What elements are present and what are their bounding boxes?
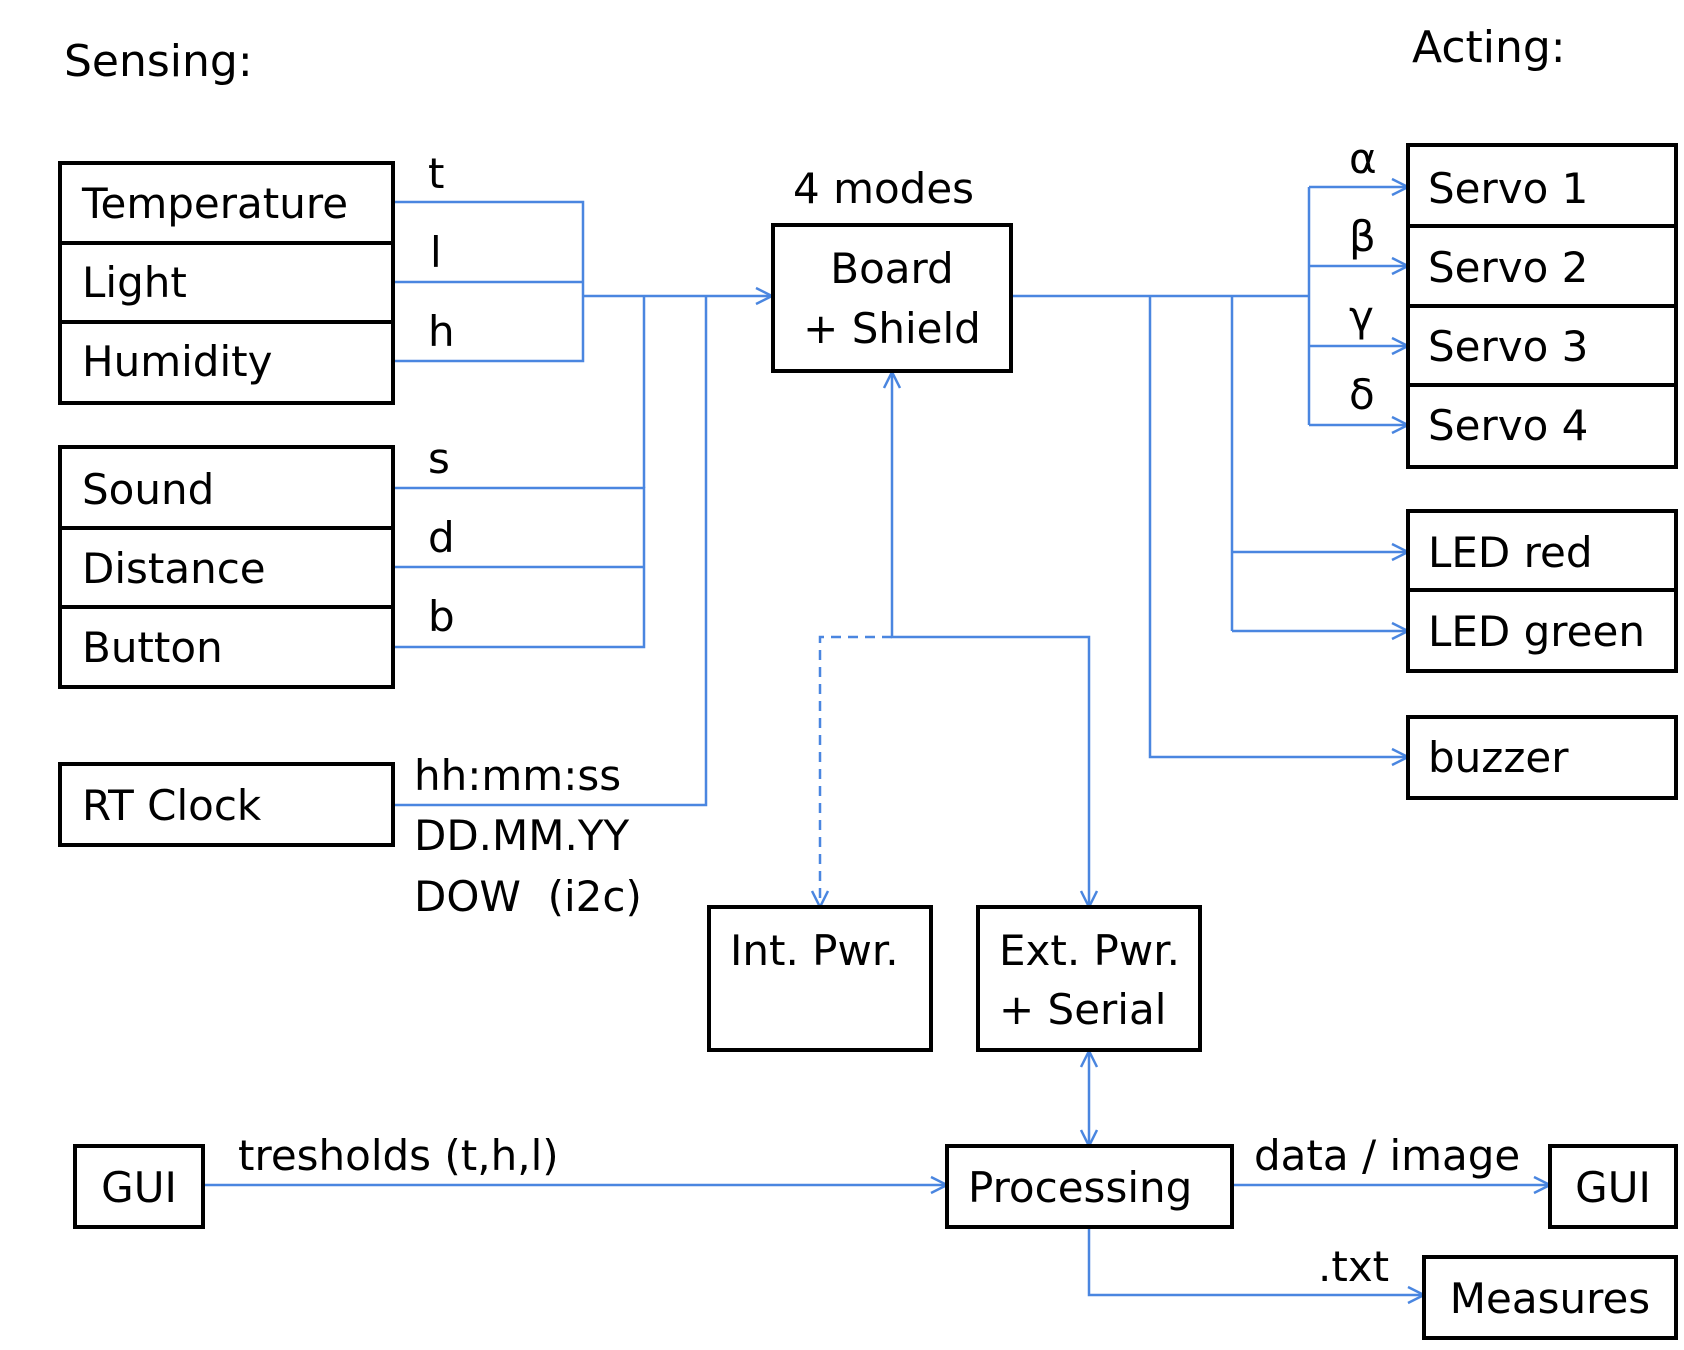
led-green: LED green bbox=[1428, 607, 1645, 656]
acting-heading: Acting: bbox=[1412, 22, 1566, 73]
wire-rtclock bbox=[393, 296, 708, 807]
sensor-humidity: Humidity bbox=[82, 337, 273, 386]
measures-box bbox=[1422, 1255, 1678, 1340]
led-red: LED red bbox=[1428, 528, 1593, 577]
servo-divider-1 bbox=[1406, 224, 1678, 228]
wire-buzzer bbox=[1148, 296, 1408, 757]
ext-pwr-box bbox=[976, 905, 1202, 1052]
int-pwr-box bbox=[707, 905, 933, 1052]
board-shield-box bbox=[771, 223, 1013, 373]
board-label: Board bbox=[830, 244, 954, 293]
signal-label-s: s bbox=[428, 434, 450, 483]
wire-board-ext-pwr bbox=[892, 372, 1089, 907]
rt-clock-box bbox=[58, 762, 395, 847]
sensor-sound: Sound bbox=[82, 465, 215, 514]
rt-clock-label: RT Clock bbox=[82, 781, 262, 830]
divider-4 bbox=[58, 605, 395, 609]
sensor-light: Light bbox=[82, 258, 187, 307]
servo-2: Servo 2 bbox=[1428, 243, 1589, 292]
gui-output-label: GUI bbox=[1575, 1163, 1651, 1212]
board-modes-label: 4 modes bbox=[793, 164, 975, 213]
servo-3: Servo 3 bbox=[1428, 322, 1589, 371]
sensing-heading: Sensing: bbox=[64, 36, 253, 87]
signal-label-d: d bbox=[428, 513, 455, 562]
sensor-button: Button bbox=[82, 623, 223, 672]
clock-label-dow: DOW (i2c) bbox=[414, 872, 642, 921]
wire-board-int-pwr bbox=[820, 635, 892, 907]
gui-input-box bbox=[73, 1144, 205, 1229]
processing-label: Processing bbox=[968, 1163, 1193, 1212]
servo-angle-delta: δ bbox=[1349, 370, 1375, 419]
divider-1 bbox=[58, 241, 395, 245]
wire-processing-measures bbox=[1087, 1226, 1424, 1295]
buzzer-box bbox=[1406, 715, 1678, 800]
measures-label: Measures bbox=[1449, 1274, 1651, 1323]
gui-output-box bbox=[1548, 1144, 1678, 1229]
data-image-label: data / image bbox=[1254, 1131, 1521, 1180]
gui-input-label: GUI bbox=[101, 1163, 177, 1212]
buzzer-label: buzzer bbox=[1428, 733, 1569, 782]
clock-label-time: hh:mm:ss bbox=[414, 751, 622, 800]
divider-3 bbox=[58, 526, 395, 530]
servo-divider-3 bbox=[1406, 383, 1678, 387]
sensor-group-input bbox=[58, 445, 395, 689]
ext-serial-label: + Serial bbox=[999, 985, 1167, 1034]
processing-box bbox=[945, 1144, 1234, 1229]
sensor-group-environment bbox=[58, 161, 395, 405]
sensor-temperature: Temperature bbox=[82, 179, 349, 228]
tresholds-label: tresholds (t,h,l) bbox=[238, 1131, 559, 1180]
servo-1: Servo 1 bbox=[1428, 164, 1589, 213]
signal-label-t: t bbox=[428, 149, 445, 198]
servo-angle-beta: β bbox=[1349, 212, 1376, 261]
signal-label-b: b bbox=[428, 592, 455, 641]
servo-angle-alpha: α bbox=[1349, 134, 1377, 183]
servo-divider-2 bbox=[1406, 304, 1678, 308]
int-pwr-label: Int. Pwr. bbox=[730, 926, 899, 975]
servo-angle-gamma: γ bbox=[1349, 292, 1374, 341]
divider-2 bbox=[58, 320, 395, 324]
servo-4: Servo 4 bbox=[1428, 401, 1589, 450]
led-divider bbox=[1406, 588, 1678, 592]
signal-label-l: l bbox=[430, 228, 442, 277]
ext-pwr-label: Ext. Pwr. bbox=[999, 926, 1181, 975]
sensor-distance: Distance bbox=[82, 544, 266, 593]
shield-label: + Shield bbox=[803, 304, 981, 353]
clock-label-date: DD.MM.YY bbox=[414, 811, 630, 860]
txt-label: .txt bbox=[1318, 1242, 1390, 1291]
signal-label-h: h bbox=[428, 307, 455, 356]
